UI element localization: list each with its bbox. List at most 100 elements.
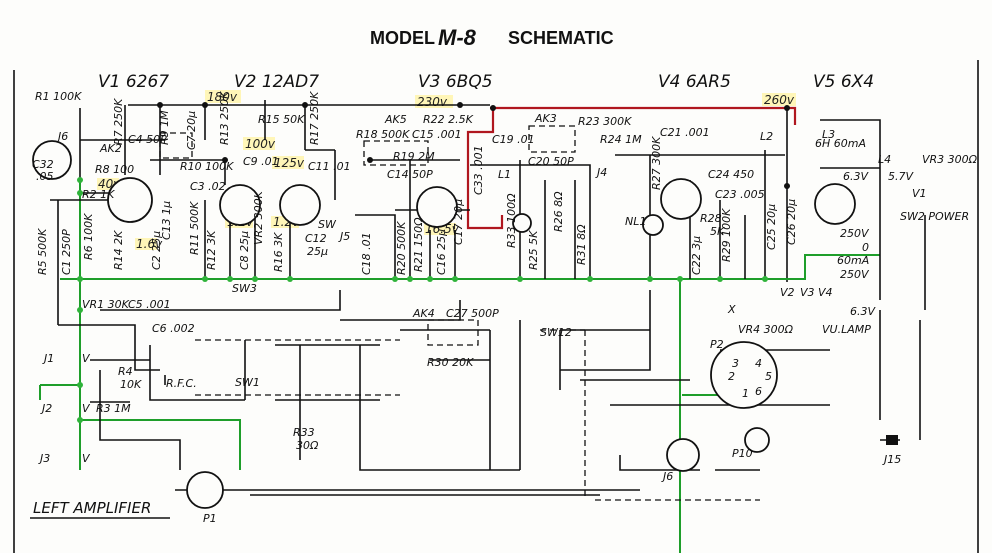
label-r12: R12 3K	[205, 230, 218, 270]
label-p1: P1	[203, 512, 217, 525]
label-p10: P10	[732, 447, 753, 460]
label-c8: C8 25μ	[238, 231, 251, 270]
label-l2: L2	[760, 130, 773, 143]
label-r13: R13 250K	[218, 91, 231, 145]
tube-v5	[814, 183, 856, 225]
label-c2: C2 25μ	[150, 231, 163, 270]
label-tx-60ma: 60mA	[837, 254, 869, 267]
tube-v3	[416, 186, 458, 228]
label-c27: C27 500P	[446, 307, 499, 320]
label-r33-value: 30Ω	[296, 439, 319, 452]
label-c12: C12	[305, 232, 327, 245]
voltage-highlight-1-6	[135, 238, 157, 250]
label-r6: R6 100K	[82, 213, 95, 260]
label-ak2: AK2	[99, 142, 122, 155]
label-r16: R16 3K	[272, 232, 285, 272]
label-vu-v4: V4	[818, 286, 833, 299]
label-r24: R24 1M	[600, 133, 642, 146]
label-r28: R28	[700, 212, 722, 225]
tube-label-v4: V4 6AR5	[658, 72, 731, 92]
label-r14: R14 2K	[112, 230, 125, 270]
voltage-100: 100v	[245, 137, 276, 151]
label-j16: J6	[56, 130, 68, 143]
label-r11: R11 500K	[188, 201, 201, 255]
label-rfc: R.F.C.	[166, 377, 197, 390]
label-ak5: AK5	[384, 113, 407, 126]
label-c32-value: .05	[36, 170, 54, 183]
ak2-box	[159, 132, 193, 159]
label-r25: R25 5K	[527, 230, 540, 270]
label-j1-v: V	[82, 352, 91, 365]
tube-v2b	[279, 184, 321, 226]
component-labels: R1 100K J6 C32 .05 R2 1K AK2 R8 100 C4 5…	[32, 90, 978, 525]
label-sw12: SW12	[540, 326, 572, 339]
label-v1-tap: V1	[912, 187, 927, 200]
label-vr3: VR3 300Ω	[922, 153, 978, 166]
label-r10: R10 100K	[180, 160, 234, 173]
title-prefix: MODEL	[370, 28, 435, 48]
label-c7: C7 20μ	[185, 111, 198, 150]
label-r18: R18 500K	[356, 128, 410, 141]
label-r4: R4	[118, 365, 133, 378]
tube-label-v3: V3 6BQ5	[418, 72, 493, 92]
label-j3: J3	[38, 452, 50, 465]
label-c5: C5 .001	[128, 298, 171, 311]
label-vr1: VR1 30K	[82, 298, 130, 311]
label-c19: C19 .01	[492, 133, 535, 146]
label-l3-value: 6H 60mA	[815, 137, 866, 150]
svg-text:4: 4	[755, 357, 762, 370]
label-r4-value: 10K	[120, 378, 142, 391]
tube-v1	[107, 177, 153, 223]
label-r8: R8 100	[95, 163, 134, 176]
svg-text:6: 6	[755, 385, 762, 398]
label-c11: C11 .01	[308, 160, 351, 173]
label-c1: C1 250P	[60, 229, 73, 275]
label-c22: C22 3μ	[690, 236, 703, 275]
label-r3: R3 1M	[96, 402, 131, 415]
label-r22: R22 2.5K	[423, 113, 474, 126]
label-c3: C3 .02	[190, 180, 226, 193]
label-vu-6-3v: 6.3V	[850, 305, 876, 318]
meter-vu	[512, 213, 532, 233]
label-l3: L3	[822, 128, 835, 141]
label-c4: C4 50P	[128, 133, 167, 146]
label-r21: R21 150Ω	[412, 217, 425, 272]
voltage-1-6: 1.6v	[136, 237, 163, 251]
label-c25: C25 20μ	[765, 204, 778, 250]
label-r7: R7 250K	[112, 98, 125, 145]
label-r9: R9 1M	[158, 110, 171, 145]
connector-p10	[744, 427, 770, 453]
junction-dots	[77, 102, 768, 423]
label-vu-v3: V3	[800, 286, 815, 299]
label-tx-0: 0	[862, 241, 869, 254]
label-c33: C33 .001	[472, 145, 485, 195]
label-j2-v: V	[82, 402, 91, 415]
label-x: X	[727, 303, 736, 316]
label-r1: R1 100K	[35, 90, 82, 103]
label-vu-lamp: VU.LAMP	[822, 323, 871, 336]
circuit-wiring	[50, 100, 926, 501]
neon-lamp-nl1	[642, 214, 664, 236]
label-j15: J15	[882, 453, 901, 466]
label-r30: R30 20K	[427, 356, 474, 369]
ak5-box	[363, 140, 429, 166]
label-tx-250b: 250V	[840, 268, 870, 281]
voltage-260: 260v	[764, 93, 795, 107]
label-r31: R31 8Ω	[575, 224, 588, 265]
title-model: M-8	[438, 25, 477, 50]
label-p2: P2	[710, 338, 724, 351]
plug-j15	[886, 435, 898, 445]
voltage-highlight-125	[272, 156, 304, 169]
svg-text:5: 5	[765, 370, 772, 383]
voltage-highlight-260	[762, 93, 796, 106]
label-r26: R26 8Ω	[552, 191, 565, 232]
label-r15: R15 50K	[258, 113, 305, 126]
label-c6: C6 .002	[152, 322, 195, 335]
label-r23: R23 300K	[578, 115, 632, 128]
connector-p1	[186, 471, 224, 509]
label-r20: R20 500K	[395, 221, 408, 275]
svg-text:1: 1	[742, 387, 749, 400]
connector-j6	[666, 438, 700, 472]
label-j4: J4	[595, 166, 607, 179]
